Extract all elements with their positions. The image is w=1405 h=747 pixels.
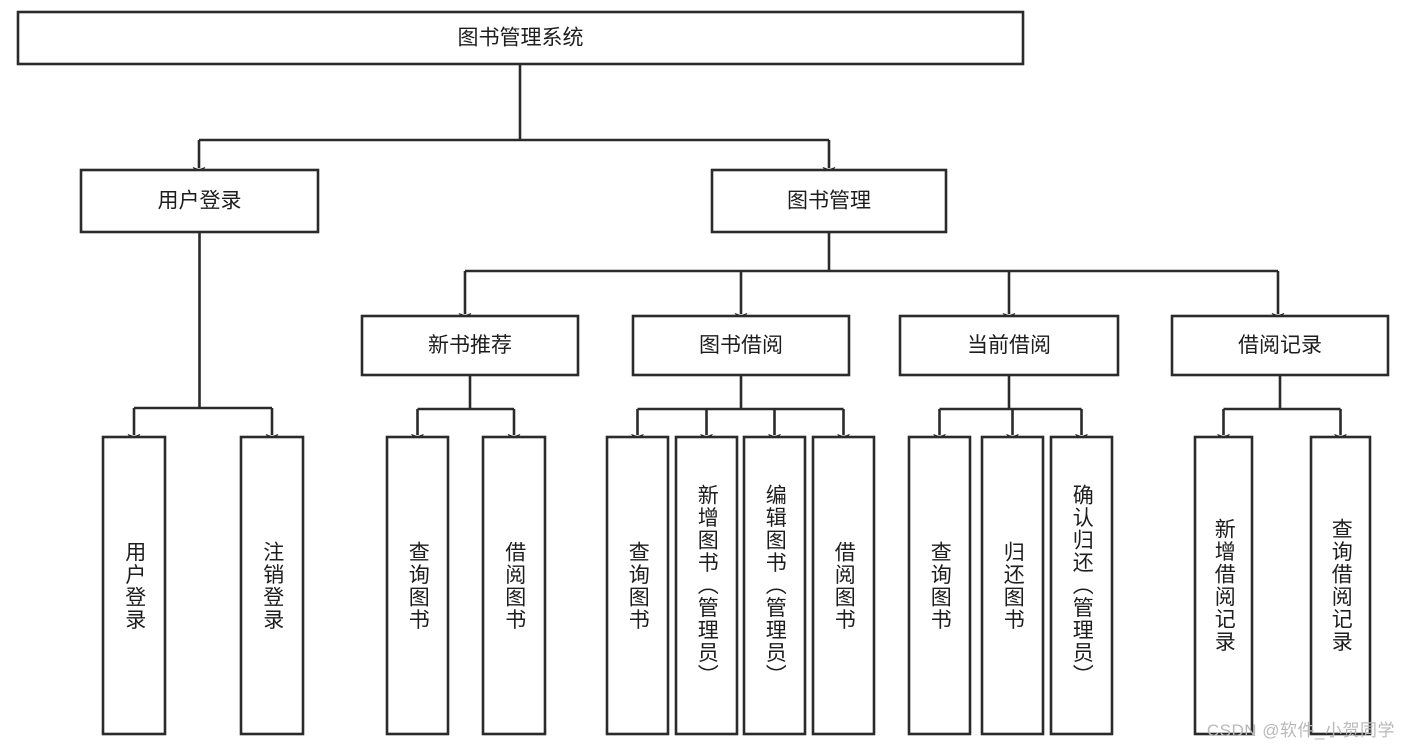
root-rect <box>16 10 1025 66</box>
edges-layer <box>127 64 1347 445</box>
leaf-7-rect <box>811 435 876 736</box>
node-leaf-7[interactable] <box>811 435 876 736</box>
leaf-2-rect <box>385 435 450 736</box>
leaf-4-rect <box>605 435 670 736</box>
node-leaf-1[interactable] <box>239 435 305 736</box>
leaf-0-rect <box>101 435 167 736</box>
node-leaf-3[interactable] <box>481 435 547 736</box>
node-leaf-6[interactable] <box>742 435 807 736</box>
level3-2-label: 当前借阅 <box>967 334 1051 357</box>
node-leaf-9[interactable] <box>980 435 1045 736</box>
node-leaf-2[interactable] <box>385 435 450 736</box>
leaf-1-rect <box>239 435 305 736</box>
leaf-3-rect <box>481 435 547 736</box>
level2-0-rect <box>79 168 320 234</box>
node-level3-3[interactable]: 借阅记录 <box>1170 314 1390 377</box>
level3-0-label: 新书推荐 <box>428 334 512 357</box>
level3-1-label: 图书借阅 <box>699 334 783 357</box>
node-leaf-5[interactable] <box>674 435 739 736</box>
node-level2-1[interactable]: 图书管理 <box>710 168 948 234</box>
watermark: CSDN @软件_小贺同学 <box>1206 721 1395 740</box>
level3-2-rect <box>898 314 1120 377</box>
level2-1-label: 图书管理 <box>787 190 871 213</box>
leaf-9-rect <box>980 435 1045 736</box>
root-label: 图书管理系统 <box>458 27 584 50</box>
level3-3-label: 借阅记录 <box>1238 334 1322 357</box>
leaf-5-rect <box>674 435 739 736</box>
leaf-8-rect <box>907 435 972 736</box>
leaf-12-rect <box>1309 435 1372 736</box>
leaf-6-rect <box>742 435 807 736</box>
level2-1-rect <box>710 168 948 234</box>
level3-0-rect <box>360 314 580 377</box>
node-leaf-12[interactable] <box>1309 435 1372 736</box>
node-leaf-8[interactable] <box>907 435 972 736</box>
node-leaf-11[interactable] <box>1193 435 1254 736</box>
node-leaf-10[interactable] <box>1049 435 1114 736</box>
level3-3-rect <box>1170 314 1390 377</box>
node-level3-0[interactable]: 新书推荐 <box>360 314 580 377</box>
node-leaf-4[interactable] <box>605 435 670 736</box>
node-root[interactable]: 图书管理系统 <box>16 10 1025 66</box>
node-leaf-0[interactable] <box>101 435 167 736</box>
leaf-10-rect <box>1049 435 1114 736</box>
node-level2-0[interactable]: 用户登录 <box>79 168 320 234</box>
level3-1-rect <box>631 314 851 377</box>
level2-0-label: 用户登录 <box>158 190 242 213</box>
leaf-11-rect <box>1193 435 1254 736</box>
node-level3-2[interactable]: 当前借阅 <box>898 314 1120 377</box>
node-level3-1[interactable]: 图书借阅 <box>631 314 851 377</box>
